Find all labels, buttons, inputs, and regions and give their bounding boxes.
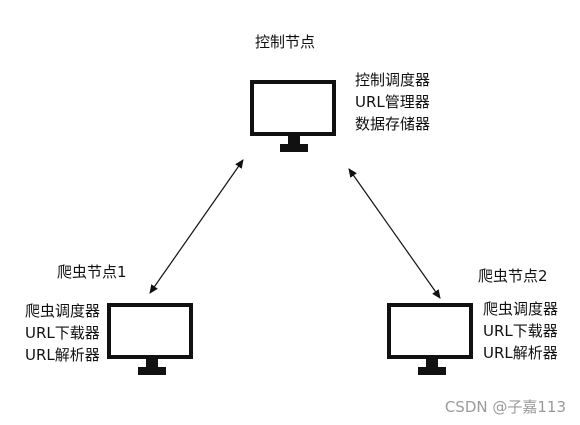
arrow-control-to-crawler-2 [348,168,441,299]
crawler-node-2-title: 爬虫节点2 [478,267,548,285]
crawler-node-1-title: 爬虫节点1 [57,263,127,281]
crawler-node-2-monitor-icon [387,303,473,375]
crawler-1-parser-label: URL解析器 [25,346,100,364]
data-storage-label: 数据存储器 [355,115,431,133]
control-node-components: 控制调度器 URL管理器 数据存储器 [355,69,430,135]
control-scheduler-label: 控制调度器 [355,71,431,89]
control-node-monitor-icon [250,80,336,152]
crawler-1-scheduler-label: 爬虫调度器 [25,302,101,320]
control-node-title: 控制节点 [255,33,316,51]
watermark-text: CSDN @子嘉113 [444,398,566,416]
crawler-2-parser-label: URL解析器 [483,344,558,362]
crawler-2-downloader-label: URL下载器 [483,322,558,340]
url-manager-label: URL管理器 [355,93,430,111]
crawler-node-1-components: 爬虫调度器 URL下载器 URL解析器 [25,300,100,366]
crawler-1-downloader-label: URL下载器 [25,324,100,342]
crawler-node-1-monitor-icon [107,303,193,375]
crawler-node-2-components: 爬虫调度器 URL下载器 URL解析器 [483,298,558,364]
arrow-control-to-crawler-1 [149,159,244,294]
crawler-2-scheduler-label: 爬虫调度器 [483,300,559,318]
